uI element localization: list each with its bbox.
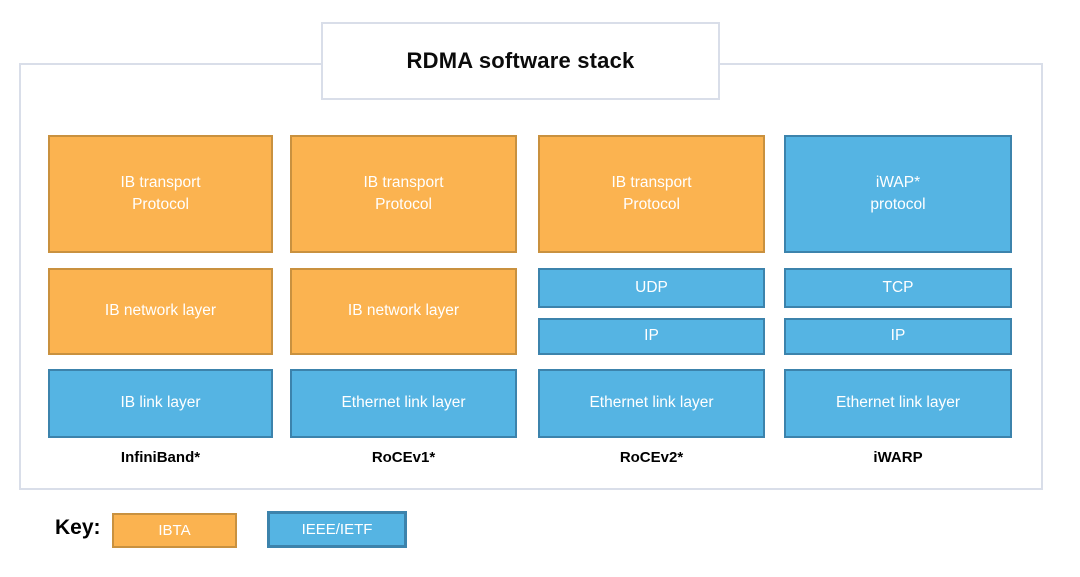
key-swatch-ieee-ietf: IEEE/IETF [267,511,407,548]
block-iwarp-iwap-protocol: iWAP* protocol [784,135,1012,253]
block-text-line: Ethernet link layer [589,394,714,412]
block-text-line: protocol [870,196,926,213]
block-text-line: TCP [882,278,914,296]
key-label: Key: [55,516,101,539]
block-iwarp-tcp: TCP [784,268,1012,308]
block-rocev2-ib-transport-protocol: IB transport Protocol [538,135,765,253]
block-text-line: Ethernet link layer [341,394,466,412]
diagram-title-box: RDMA software stack [321,22,720,100]
key-swatch-ibta: IBTA [112,513,237,548]
block-iwarp-ip: IP [784,318,1012,355]
block-text-line: IB transport [363,173,444,191]
column-label-rocev2: RoCEv2* [619,448,684,466]
block-text-line: IB link layer [120,394,201,412]
block-text-line: IB transport [611,173,692,191]
block-text-line: iWAP* [875,173,921,191]
block-infiniband-ib-link-layer: IB link layer [48,369,273,438]
block-text-line: IB network layer [104,302,217,320]
diagram-title: RDMA software stack [406,48,635,73]
block-text-line: IP [644,327,659,345]
block-iwarp-ethernet-link-layer: Ethernet link layer [784,369,1012,438]
block-rocev1-ib-transport-protocol: IB transport Protocol [290,135,517,253]
column-label-rocev1: RoCEv1* [371,448,436,466]
block-rocev2-ethernet-link-layer: Ethernet link layer [538,369,765,438]
column-label-iwarp: iWARP [873,448,923,466]
block-rocev2-udp: UDP [538,268,765,308]
block-infiniband-ib-network-layer: IB network layer [48,268,273,355]
block-text-line: Protocol [132,196,189,213]
block-text-line: Protocol [375,196,432,213]
block-rocev1-ethernet-link-layer: Ethernet link layer [290,369,517,438]
block-text-line: Protocol [623,196,680,213]
block-text-line: IB transport [120,173,201,191]
block-rocev2-ip: IP [538,318,765,355]
block-text-line: UDP [635,278,668,296]
block-infiniband-ib-transport-protocol: IB transport Protocol [48,135,273,253]
block-text-line: IB network layer [347,302,460,320]
block-text-line: Ethernet link layer [835,394,961,412]
block-text-line: IP [890,327,906,345]
column-label-infiniband: InfiniBand* [120,448,201,466]
block-rocev1-ib-network-layer: IB network layer [290,268,517,355]
